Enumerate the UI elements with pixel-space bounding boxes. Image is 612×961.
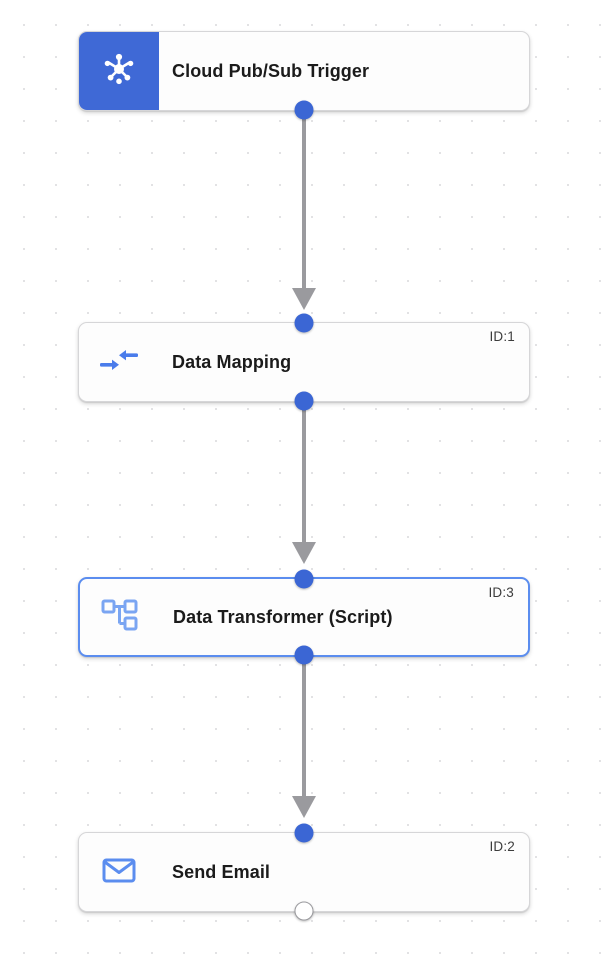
node-title: Send Email <box>172 861 271 882</box>
node-cloud-pubsub-trigger[interactable]: Cloud Pub/Sub Trigger <box>78 31 530 120</box>
node-title: Cloud Pub/Sub Trigger <box>172 60 370 81</box>
envelope-icon <box>99 853 139 892</box>
node-id-label: ID:1 <box>489 329 515 344</box>
node-id-label: ID:3 <box>488 585 514 600</box>
output-handle[interactable] <box>294 100 314 120</box>
output-handle[interactable] <box>294 901 314 921</box>
node-data-mapping[interactable]: Data Mapping ID:1 <box>78 313 530 411</box>
node-title: Data Transformer (Script) <box>173 606 393 627</box>
merge-arrows-icon <box>99 344 139 381</box>
node-data-transformer-script[interactable]: Data Transformer (Script) ID:3 <box>78 569 530 665</box>
edge-trigger-to-data-mapping <box>292 114 316 310</box>
edge-data-mapping-to-data-transformer <box>292 404 316 564</box>
input-handle[interactable] <box>294 313 314 333</box>
node-icon-panel <box>79 32 159 110</box>
edge-data-transformer-to-send-email <box>292 660 316 818</box>
node-icon-slot <box>79 323 159 401</box>
schema-nodes-icon <box>100 596 140 639</box>
input-handle[interactable] <box>294 569 314 589</box>
output-handle[interactable] <box>294 645 314 665</box>
node-title: Data Mapping <box>172 351 292 372</box>
node-id-label: ID:2 <box>489 839 515 854</box>
pubsub-hub-icon <box>100 50 138 93</box>
node-icon-slot <box>80 579 160 655</box>
output-handle[interactable] <box>294 391 314 411</box>
input-handle[interactable] <box>294 823 314 843</box>
node-send-email[interactable]: Send Email ID:2 <box>78 823 530 921</box>
node-icon-slot <box>79 833 159 911</box>
